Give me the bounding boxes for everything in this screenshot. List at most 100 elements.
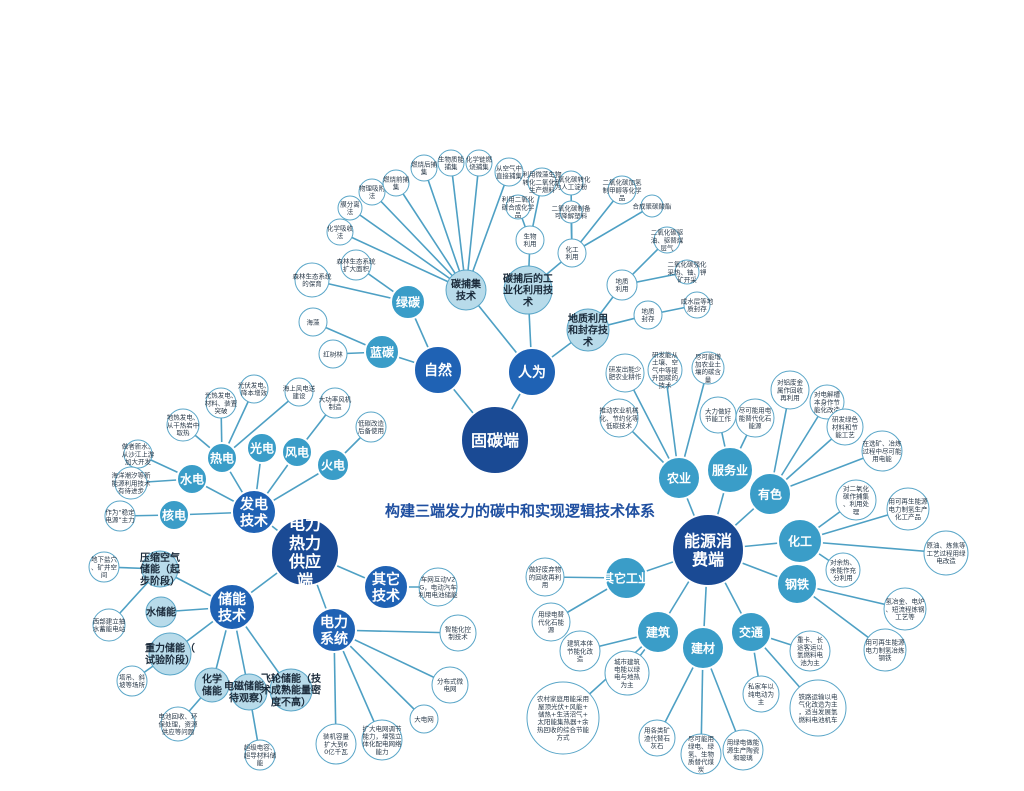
- mindmap-node-76: 交通: [730, 611, 772, 653]
- node-label: 二氧化碳驱油、驱替煤层气: [651, 228, 684, 252]
- node-circle: [883, 587, 927, 631]
- node-circle: [230, 673, 268, 711]
- connector-line: [799, 540, 947, 554]
- mindmap-node-53: 压缩空气储能（起步阶段）: [139, 550, 181, 588]
- node-circle: [104, 500, 136, 532]
- node-circle: [326, 218, 354, 246]
- node-label: 森林生态系统扩大面积: [337, 257, 377, 274]
- mindmap-node-47: 海上风电送建设: [283, 377, 316, 407]
- mindmap-node-29: 合成聚碳酸酯: [633, 194, 672, 218]
- mindmap-node-45: 光热发电、材料、装置突破: [205, 387, 238, 419]
- node-circle: [653, 226, 681, 254]
- node-circle: [166, 408, 200, 442]
- node-label: 光热发电、材料、装置突破: [205, 391, 238, 415]
- node-circle: [809, 384, 845, 420]
- node-label: 飞轮储能（技术成熟能量密度不高）: [260, 672, 322, 709]
- node-label: 二氧化碳强化采热、铀、钾矿开采: [668, 260, 708, 284]
- node-label: 碳捕集技术: [451, 278, 482, 303]
- node-label: 农村家庭用能采用屋顶光伏+风能+储热+生活沼气+太阳能集热器+余热回收的综合节能…: [537, 694, 590, 741]
- node-circle: [599, 398, 639, 438]
- node-circle: [418, 567, 458, 607]
- node-label: 利用二氧化碳合成化学品: [502, 195, 535, 219]
- node-circle: [680, 733, 722, 775]
- node-circle: [281, 436, 313, 468]
- node-circle: [748, 472, 792, 516]
- mindmap-node-38: 热电: [206, 442, 238, 474]
- node-label: 其它工业: [602, 570, 650, 585]
- node-circle: [437, 149, 465, 177]
- mindmap-node-22: 地质利用: [606, 269, 638, 301]
- mindmap-node-13: 膜分离法: [337, 195, 363, 221]
- node-circle: [777, 518, 823, 564]
- node-circle: [123, 439, 153, 469]
- node-label: 尽可能用绿电、绿氢、生物质替代煤炭: [688, 734, 715, 774]
- mindmap-node-9: 森林生态系统扩大面积: [337, 249, 377, 281]
- node-circle: [439, 614, 477, 652]
- node-circle: [148, 632, 192, 676]
- node-label: 化学吸收法: [327, 224, 354, 241]
- mindmap-node-100: 尽可能用绿电、绿氢、生物质替代煤炭: [680, 733, 722, 775]
- node-circle: [825, 552, 861, 588]
- mindmap-node-58: 飞轮储能（技术成熟能量密度不高）: [260, 668, 322, 712]
- mindmap-node-71: 农业: [657, 456, 701, 500]
- mindmap-node-27: 二氧化碳转化为人工淀粉: [552, 170, 592, 196]
- node-circle: [431, 666, 469, 704]
- node-label: 城市建筑电能以绿电与地热为主: [614, 657, 641, 689]
- node-label: 风电: [285, 444, 309, 459]
- node-label: 研发绿色材料和节能工艺: [832, 415, 859, 439]
- node-circle: [557, 238, 587, 268]
- node-label: 压缩空气储能（起步阶段）: [139, 551, 181, 588]
- mindmap-node-51: 海洋潮汐等新能源利用技术有待进步: [112, 466, 152, 500]
- node-circle: [604, 556, 648, 600]
- mindmap-node-4: 蓝碳: [364, 334, 400, 370]
- node-label: 海洋潮汐等新能源利用技术有待进步: [112, 471, 152, 495]
- node-label: 能源消费端: [684, 531, 732, 569]
- node-label: 燃烧后捕集: [411, 160, 438, 177]
- node-circle: [206, 442, 238, 474]
- node-label: 超级电容、超导材料储能: [244, 743, 277, 767]
- mindmap-node-37: 其它技术: [363, 564, 409, 610]
- node-circle: [789, 679, 847, 737]
- mindmap-node-88: 研发绿色材料和节能工艺: [826, 408, 864, 446]
- node-circle: [505, 194, 531, 220]
- mindmap-node-59: 地下盐穴、矿井空间: [88, 551, 120, 583]
- node-circle: [358, 178, 386, 206]
- node-label: 分布式微电网: [437, 677, 464, 694]
- node-circle: [269, 668, 313, 712]
- node-label: 重卡、长途客运以氢燃料电池为主: [797, 635, 824, 667]
- node-label: 低碳改造后备使用: [358, 419, 385, 436]
- node-circle: [244, 739, 276, 771]
- mindmap-nodes: 固碳端自然人为绿碳蓝碳碳捕集技术碳捕后的工业化利用技术地质利用和封存技术森林生态…: [88, 149, 969, 775]
- node-label: 对电解槽本身作节能化改造: [814, 390, 841, 414]
- node-circle: [318, 339, 348, 369]
- node-label: 研发能从土壤、空气中等提升固碳的技术: [652, 350, 679, 390]
- node-circle: [145, 596, 177, 628]
- mindmap-node-35: 储能技术: [208, 583, 256, 631]
- node-circle: [205, 387, 237, 419]
- node-circle: [640, 194, 664, 218]
- node-circle: [633, 300, 663, 330]
- node-circle: [141, 550, 179, 588]
- node-label: 塔吊、斜坡等场所: [119, 673, 146, 690]
- mindmap-node-5: 碳捕集技术: [445, 269, 487, 311]
- mindmap-node-48: 大功率风机制造: [319, 387, 352, 419]
- node-circle: [605, 353, 645, 393]
- node-circle: [923, 530, 969, 576]
- connector-line: [371, 191, 467, 291]
- node-label: 二氧化碳转化为人工淀粉: [552, 175, 592, 192]
- mindmap-node-50: 做者新水、从沙江上游加大开发: [122, 439, 155, 469]
- node-label: 农业: [666, 470, 691, 485]
- mindmap-node-15: 燃烧前捕集: [382, 169, 410, 197]
- mindmap-node-31: 二氧化碳强化采热、铀、钾矿开采: [668, 259, 708, 285]
- node-circle: [526, 681, 600, 755]
- node-label: 重力储能（试验阶段）: [145, 642, 195, 667]
- mindmap-node-34: 发电技术: [231, 489, 277, 535]
- node-circle: [835, 479, 877, 521]
- node-label: 化工利用: [566, 245, 580, 262]
- node-circle: [503, 265, 553, 315]
- mindmap-node-24: 利用二氧化碳合成化学品: [502, 194, 535, 220]
- mindmap-node-74: 化工: [777, 518, 823, 564]
- node-circle: [826, 408, 864, 446]
